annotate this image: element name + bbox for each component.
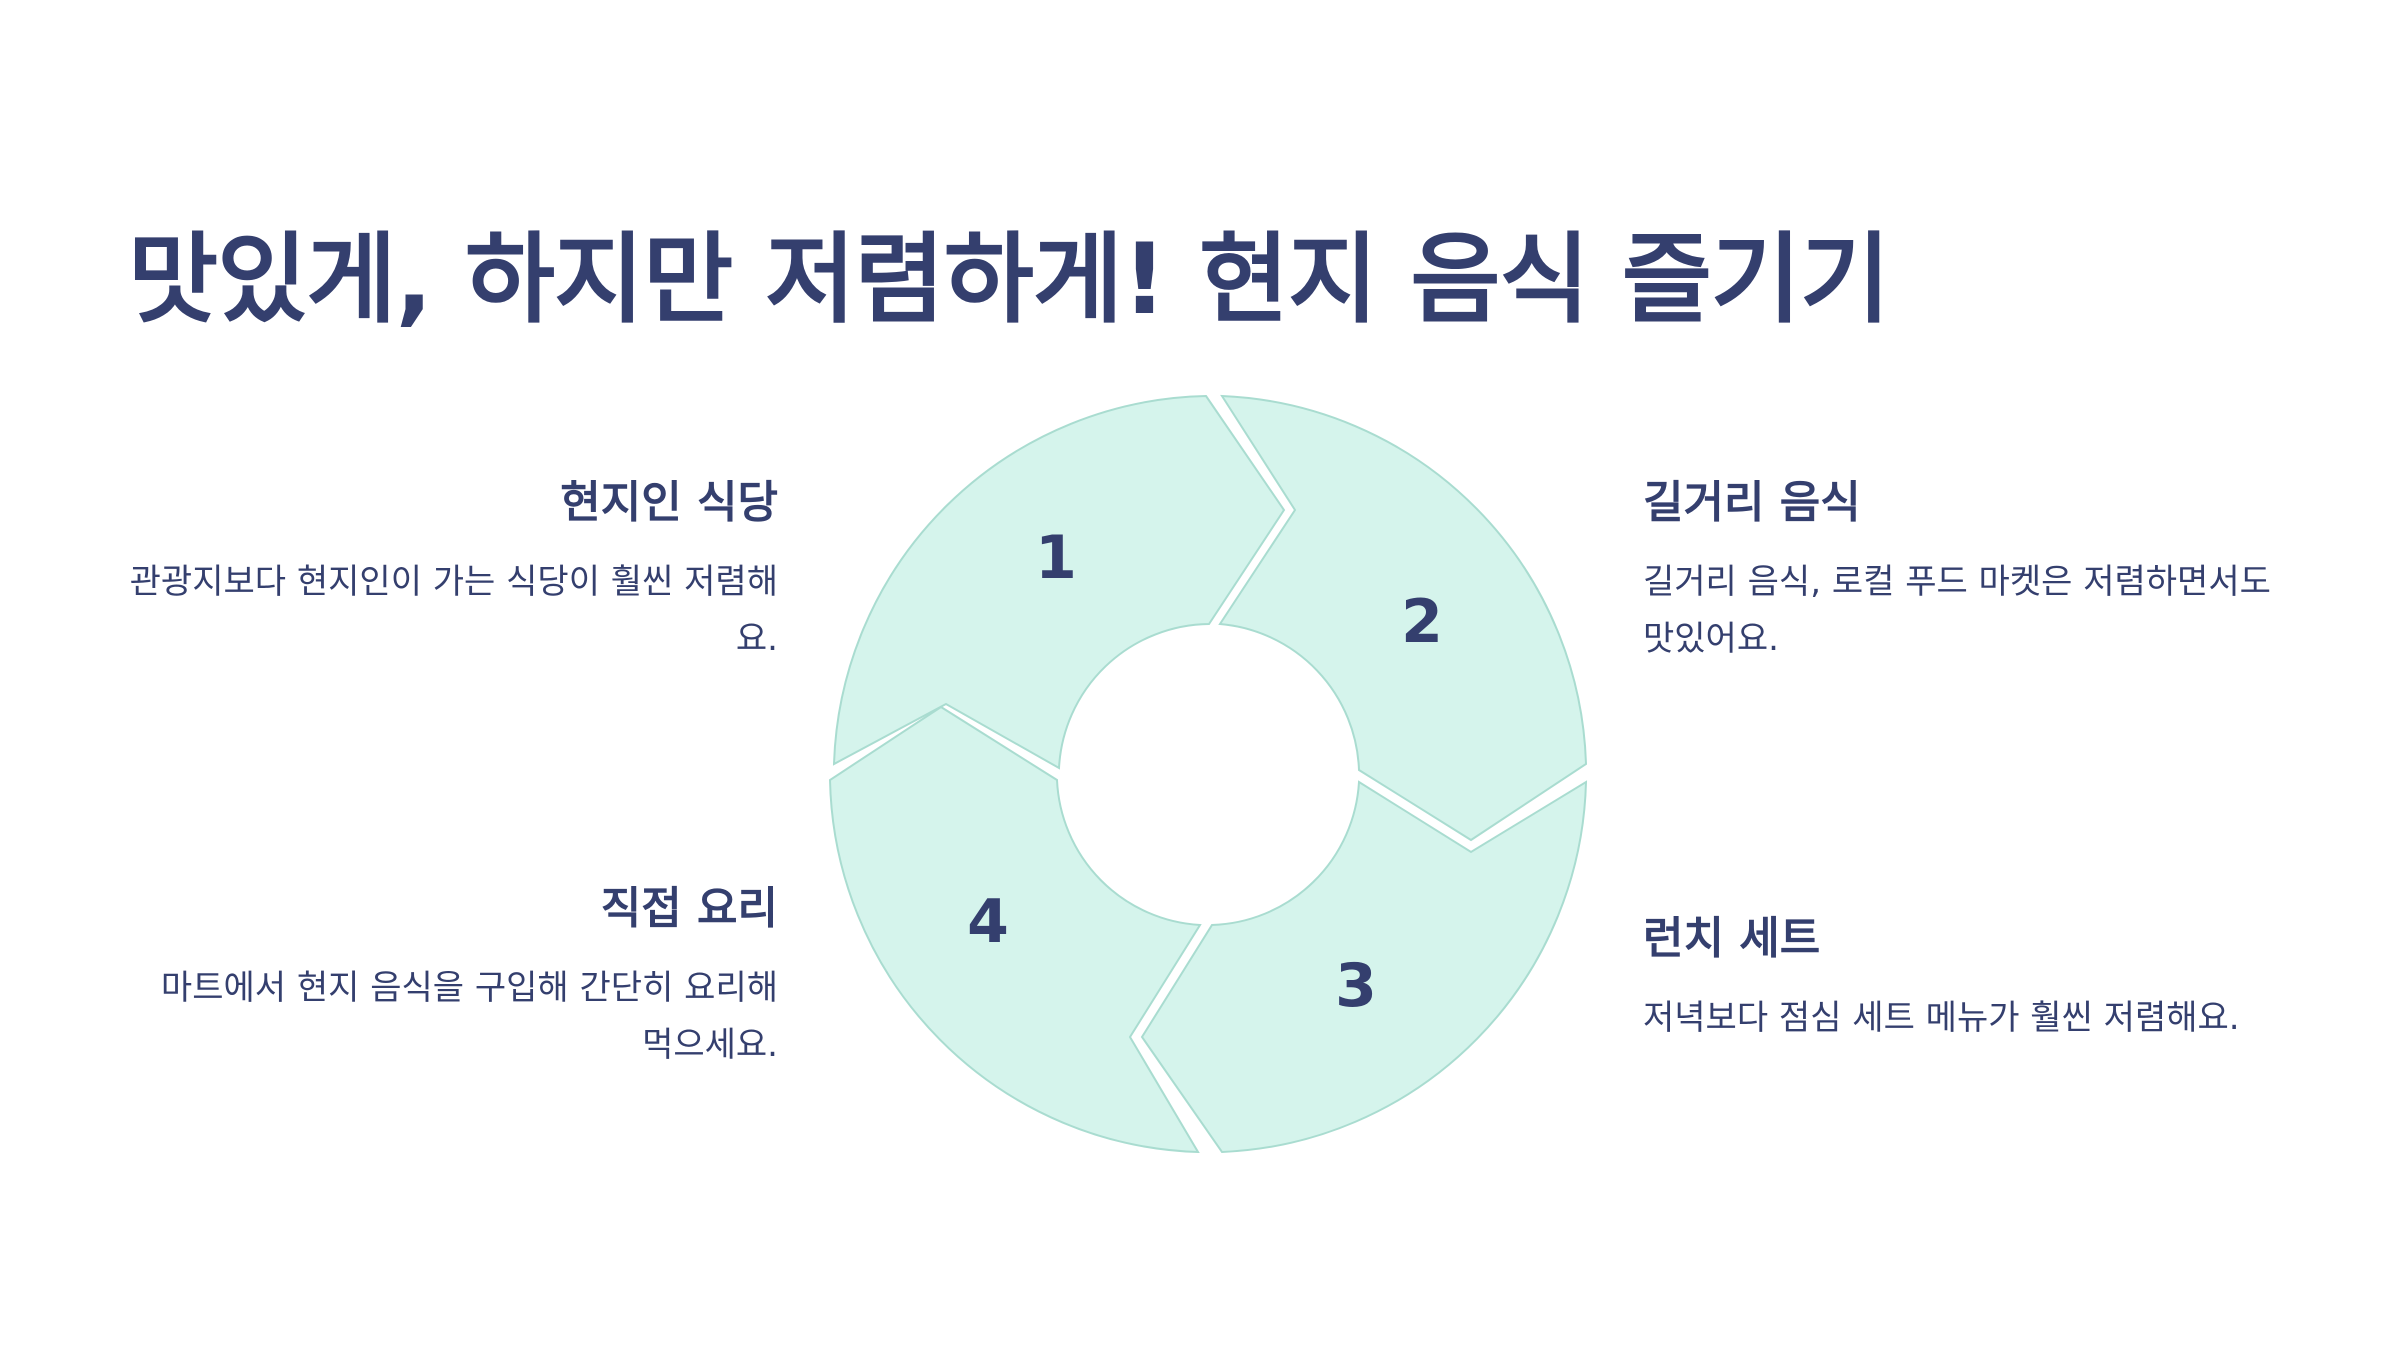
cycle-segment-2: 2 bbox=[1218, 394, 1588, 842]
item-self-cooking: 직접 요리 마트에서 현지 음식을 구입해 간단히 요리해 먹으세요. bbox=[128, 872, 778, 1074]
item-description: 마트에서 현지 음식을 구입해 간단히 요리해 먹으세요. bbox=[160, 968, 778, 1065]
segment-2-number: 2 bbox=[1401, 587, 1443, 657]
item-lunch-set: 런치 세트 저녁보다 점심 세트 메뉴가 훨씬 저렴해요. bbox=[1643, 902, 2293, 1047]
cycle-segment-4: 4 bbox=[828, 705, 1202, 1154]
segment-4-shape bbox=[828, 705, 1202, 1154]
segment-3-number: 3 bbox=[1335, 951, 1377, 1021]
item-title: 런치 세트 bbox=[1643, 913, 1821, 964]
page-title: 맛있게, 하지만 저렴하게! 현지 음식 즐기기 bbox=[128, 223, 1890, 337]
item-description: 저녁보다 점심 세트 메뉴가 훨씬 저렴해요. bbox=[1643, 998, 2240, 1038]
segment-4-number: 4 bbox=[967, 887, 1009, 957]
cycle-segment-1: 1 bbox=[832, 394, 1286, 770]
item-street-food: 길거리 음식 길거리 음식, 로컬 푸드 마켓은 저렴하면서도 맛있어요. bbox=[1643, 466, 2293, 668]
item-title: 길거리 음식 bbox=[1643, 477, 1861, 528]
item-title: 직접 요리 bbox=[600, 883, 778, 934]
segment-1-shape bbox=[832, 394, 1286, 770]
item-description: 관광지보다 현지인이 가는 식당이 훨씬 저렴해요. bbox=[129, 562, 778, 659]
item-description: 길거리 음식, 로컬 푸드 마켓은 저렴하면서도 맛있어요. bbox=[1643, 562, 2271, 659]
segment-3-shape bbox=[1140, 780, 1588, 1154]
segment-2-shape bbox=[1218, 394, 1588, 842]
item-title: 현지인 식당 bbox=[560, 477, 778, 528]
segment-1-number: 1 bbox=[1035, 523, 1077, 593]
cycle-segment-3: 3 bbox=[1140, 780, 1588, 1154]
item-local-restaurant: 현지인 식당 관광지보다 현지인이 가는 식당이 훨씬 저렴해요. bbox=[128, 466, 778, 668]
